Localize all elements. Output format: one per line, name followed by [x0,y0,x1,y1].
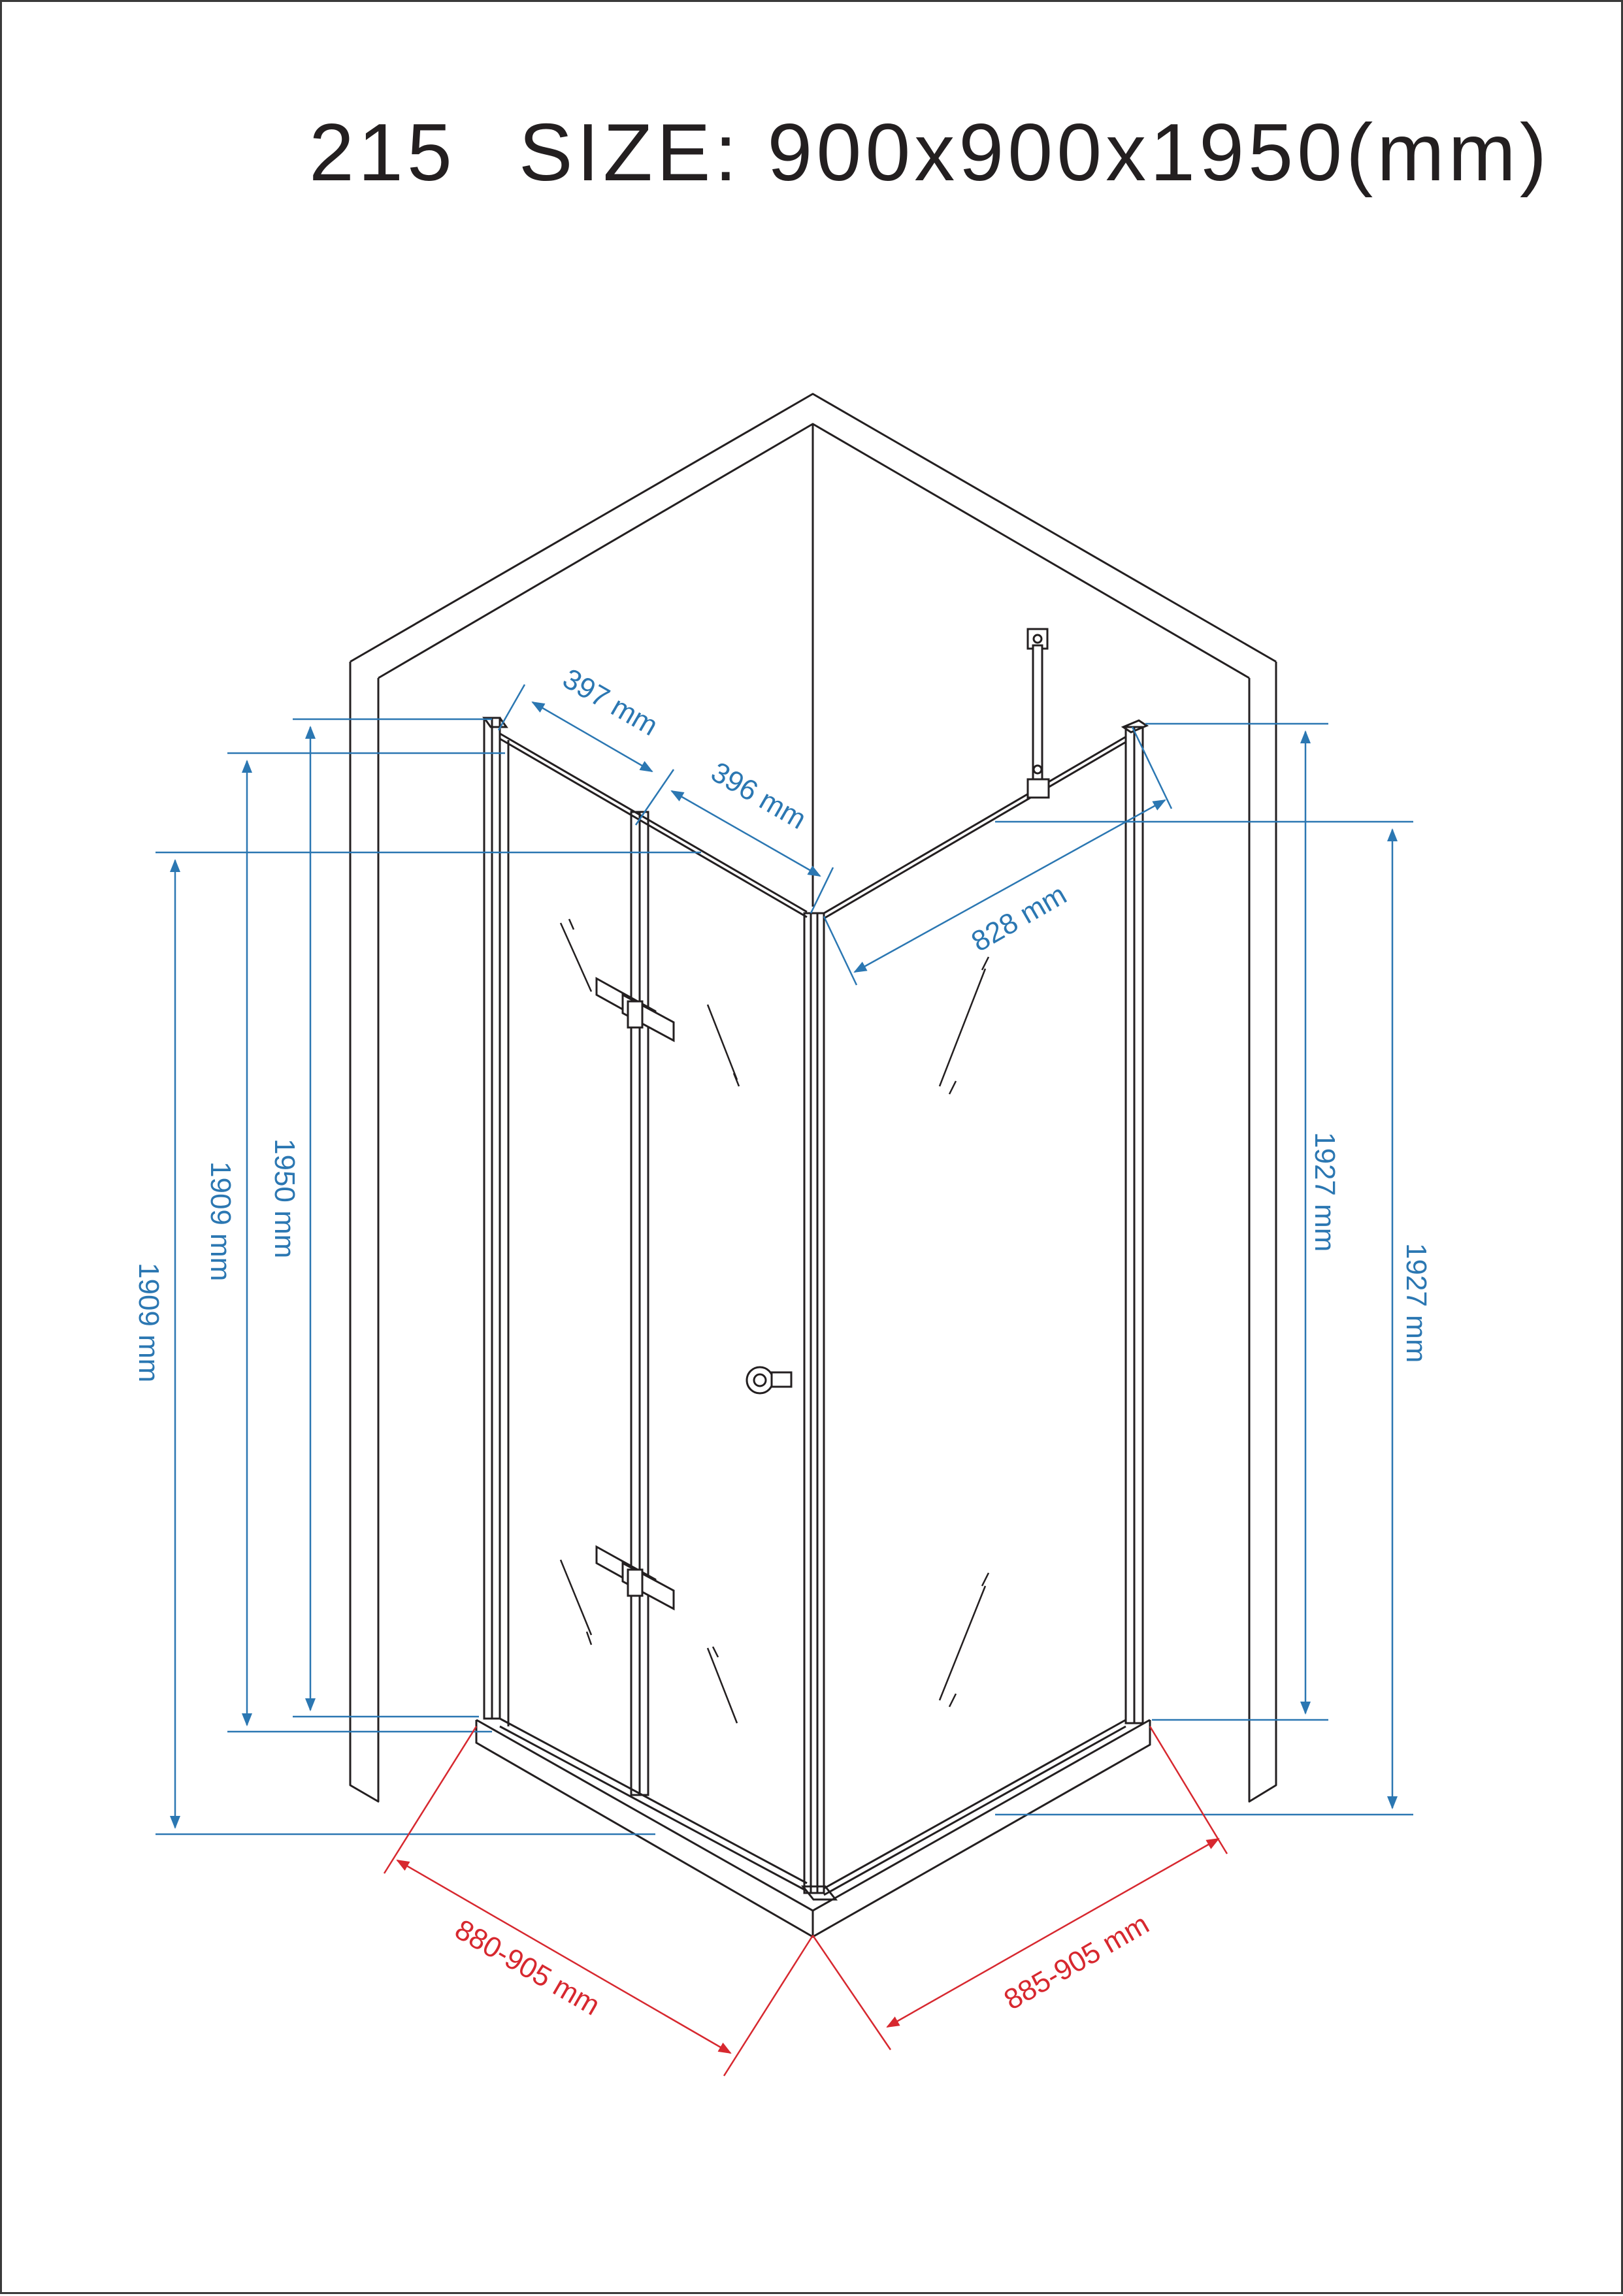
left-wall-thickness [349,662,380,1803]
dimension-labels: 397 mm 396 mm 828 mm 1950 mm 1909 mm 190… [133,662,1432,2022]
door-right-panel-label: 396 mm [706,756,812,835]
size-label: SIZE: [518,108,741,198]
door-top-edge [499,732,808,913]
upper-hinge [595,977,675,1043]
right-wall-thickness [1248,662,1277,1803]
model-number: 215 [309,108,456,198]
floor-side-dim [886,1837,1220,2028]
tray-front-edge [475,1720,1151,1938]
door-right-panel-dim [670,790,821,877]
door-bottom-edge [499,1717,808,1884]
floor-front-dim [396,1859,732,2054]
red-dimensions [383,1726,1228,2077]
side-panel-width-label: 828 mm [966,879,1072,958]
stabilizer-bar [1026,628,1050,799]
lower-hinge [595,1545,675,1611]
side-height-outer-label: 1927 mm [1400,1243,1432,1363]
door-left-panel-label: 397 mm [557,662,663,742]
shower-tray [475,1719,1151,1938]
door-knob-icon [746,1366,793,1395]
side-panel-top-edge [823,736,1126,914]
floor-side-label: 885-905 mm [999,1908,1155,2016]
side-panel-bottom-edge [823,1719,1126,1890]
door-left-panel-dim [531,701,653,773]
glass-reflection-marks [559,918,990,1724]
size-value: 900x900x1950(mm) [767,108,1551,198]
folding-door [482,717,838,1901]
side-panel-width-dim [853,799,1166,973]
door-height-inner-label: 1909 mm [205,1161,237,1281]
door-height-outer-label: 1909 mm [133,1263,165,1382]
wall-top-outline [350,393,1277,663]
door-closing-profile [803,912,825,1894]
total-height-label: 1950 mm [269,1139,301,1258]
side-height-inner-label: 1927 mm [1309,1132,1341,1252]
corner-walls [349,393,1277,1803]
page-title: 215 SIZE: 900x900x1950(mm) [309,106,1550,199]
left-profile-cap [482,717,508,728]
side-panel [823,719,1149,1896]
blue-dimensions [156,684,1413,1835]
